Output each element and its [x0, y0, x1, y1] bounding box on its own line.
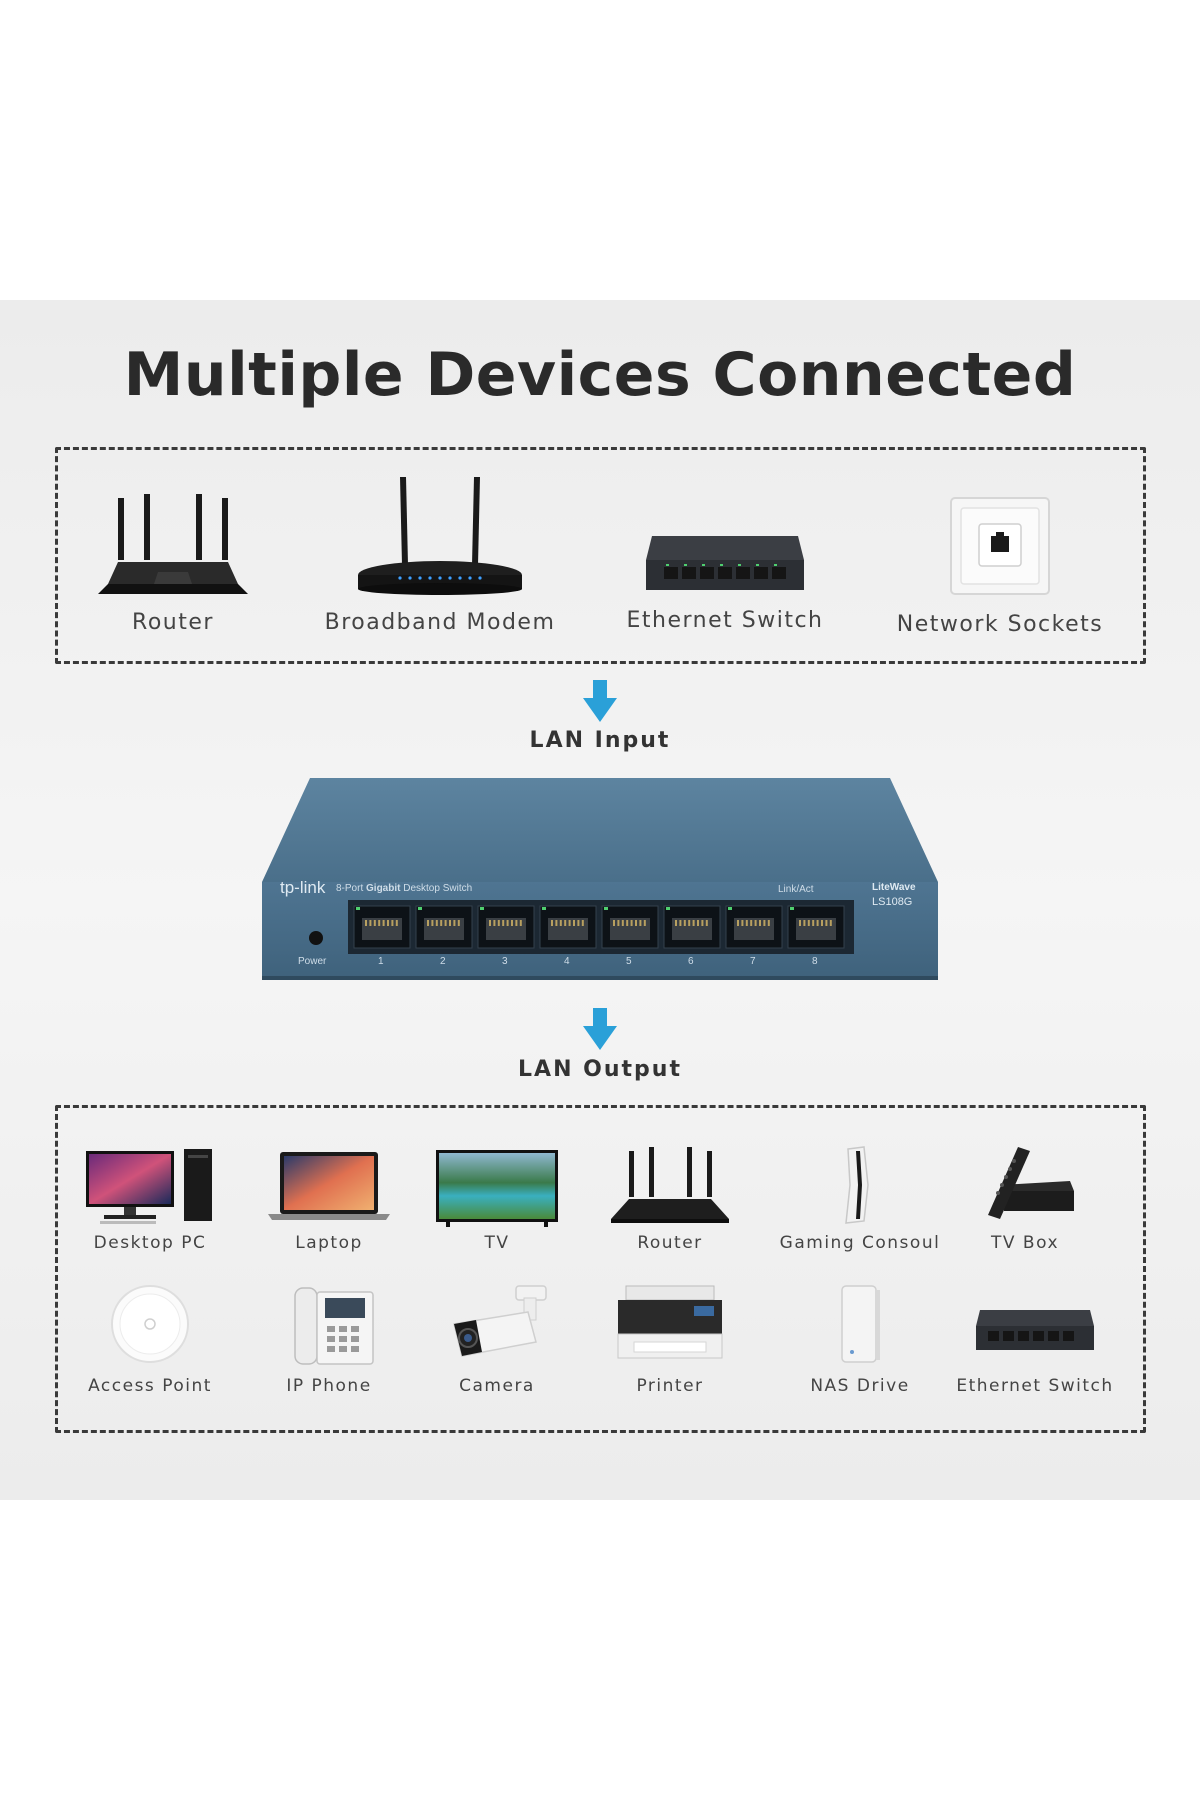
ethernet-port [415, 905, 473, 949]
device-label: Ethernet Switch [956, 1376, 1114, 1396]
device-label: Gaming Consoul [779, 1233, 941, 1253]
device-label: TV Box [990, 1233, 1060, 1253]
output-device-printer: Printer [605, 1282, 735, 1397]
desktop-pc-icon [86, 1149, 212, 1224]
device-label: Router [132, 610, 214, 635]
output-device-ethernet-switch: Ethernet Switch [956, 1282, 1112, 1397]
tv-box-icon [988, 1147, 1074, 1219]
input-device-modem: Broadband Modem [325, 475, 554, 635]
down-arrow-icon [583, 1008, 617, 1050]
input-device-ethernet-switch: Ethernet Switch [627, 530, 822, 633]
input-devices-box [55, 447, 1146, 664]
device-label: Network Sockets [896, 612, 1104, 637]
output-devices-box [55, 1105, 1146, 1433]
nas-drive-icon [841, 1285, 880, 1363]
input-device-network-sockets: Network Sockets [897, 492, 1102, 637]
access-point-icon [111, 1285, 189, 1363]
output-device-access-point: Access Point [80, 1282, 220, 1397]
lan-output-label: LAN Output [518, 1057, 682, 1082]
ethernet-port [353, 905, 411, 949]
device-label: NAS Drive [810, 1376, 910, 1396]
ethernet-port [725, 905, 783, 949]
ethernet-port [539, 905, 597, 949]
output-device-nas-drive: NAS Drive [800, 1282, 920, 1397]
laptop-icon [268, 1152, 390, 1220]
device-label: TV [484, 1233, 510, 1253]
page-title: Multiple Devices Connected [123, 340, 1077, 410]
ethernet-switch-icon [976, 1310, 1094, 1350]
ethernet-switch-icon [646, 536, 804, 590]
device-label: Camera [459, 1376, 535, 1396]
network-socket-icon [950, 497, 1050, 595]
output-device-gaming-console: Gaming Consoul [780, 1145, 939, 1255]
device-label: Desktop PC [93, 1233, 207, 1253]
ip-phone-icon [294, 1287, 374, 1365]
ethernet-port [787, 905, 845, 949]
device-label: IP Phone [286, 1376, 372, 1396]
device-label: Router [637, 1233, 703, 1253]
printer-icon [617, 1285, 723, 1359]
output-device-tv: TV [432, 1148, 562, 1255]
central-switch [262, 778, 938, 980]
output-device-ip-phone: IP Phone [264, 1282, 394, 1397]
tv-icon [436, 1150, 558, 1227]
output-device-tv-box: TV Box [965, 1145, 1085, 1255]
output-device-router: Router [605, 1145, 735, 1255]
device-label: Ethernet Switch [626, 608, 824, 633]
gaming-console-icon [845, 1146, 869, 1224]
lan-input-label: LAN Input [529, 728, 671, 753]
input-device-router: Router [88, 490, 258, 635]
ethernet-port [477, 905, 535, 949]
device-label: Printer [636, 1376, 704, 1396]
down-arrow-icon [583, 680, 617, 722]
output-device-laptop: Laptop [264, 1148, 394, 1255]
device-label: Access Point [88, 1376, 212, 1396]
ethernet-port [663, 905, 721, 949]
modem-icon [358, 477, 522, 595]
device-label: Broadband Modem [324, 610, 556, 635]
device-label: Laptop [295, 1233, 363, 1253]
output-device-camera: Camera [432, 1282, 562, 1397]
camera-icon [453, 1285, 547, 1357]
ethernet-port [601, 905, 659, 949]
router-icon [611, 1147, 729, 1223]
output-device-desktop-pc: Desktop PC [80, 1145, 220, 1255]
router-icon [98, 494, 248, 594]
